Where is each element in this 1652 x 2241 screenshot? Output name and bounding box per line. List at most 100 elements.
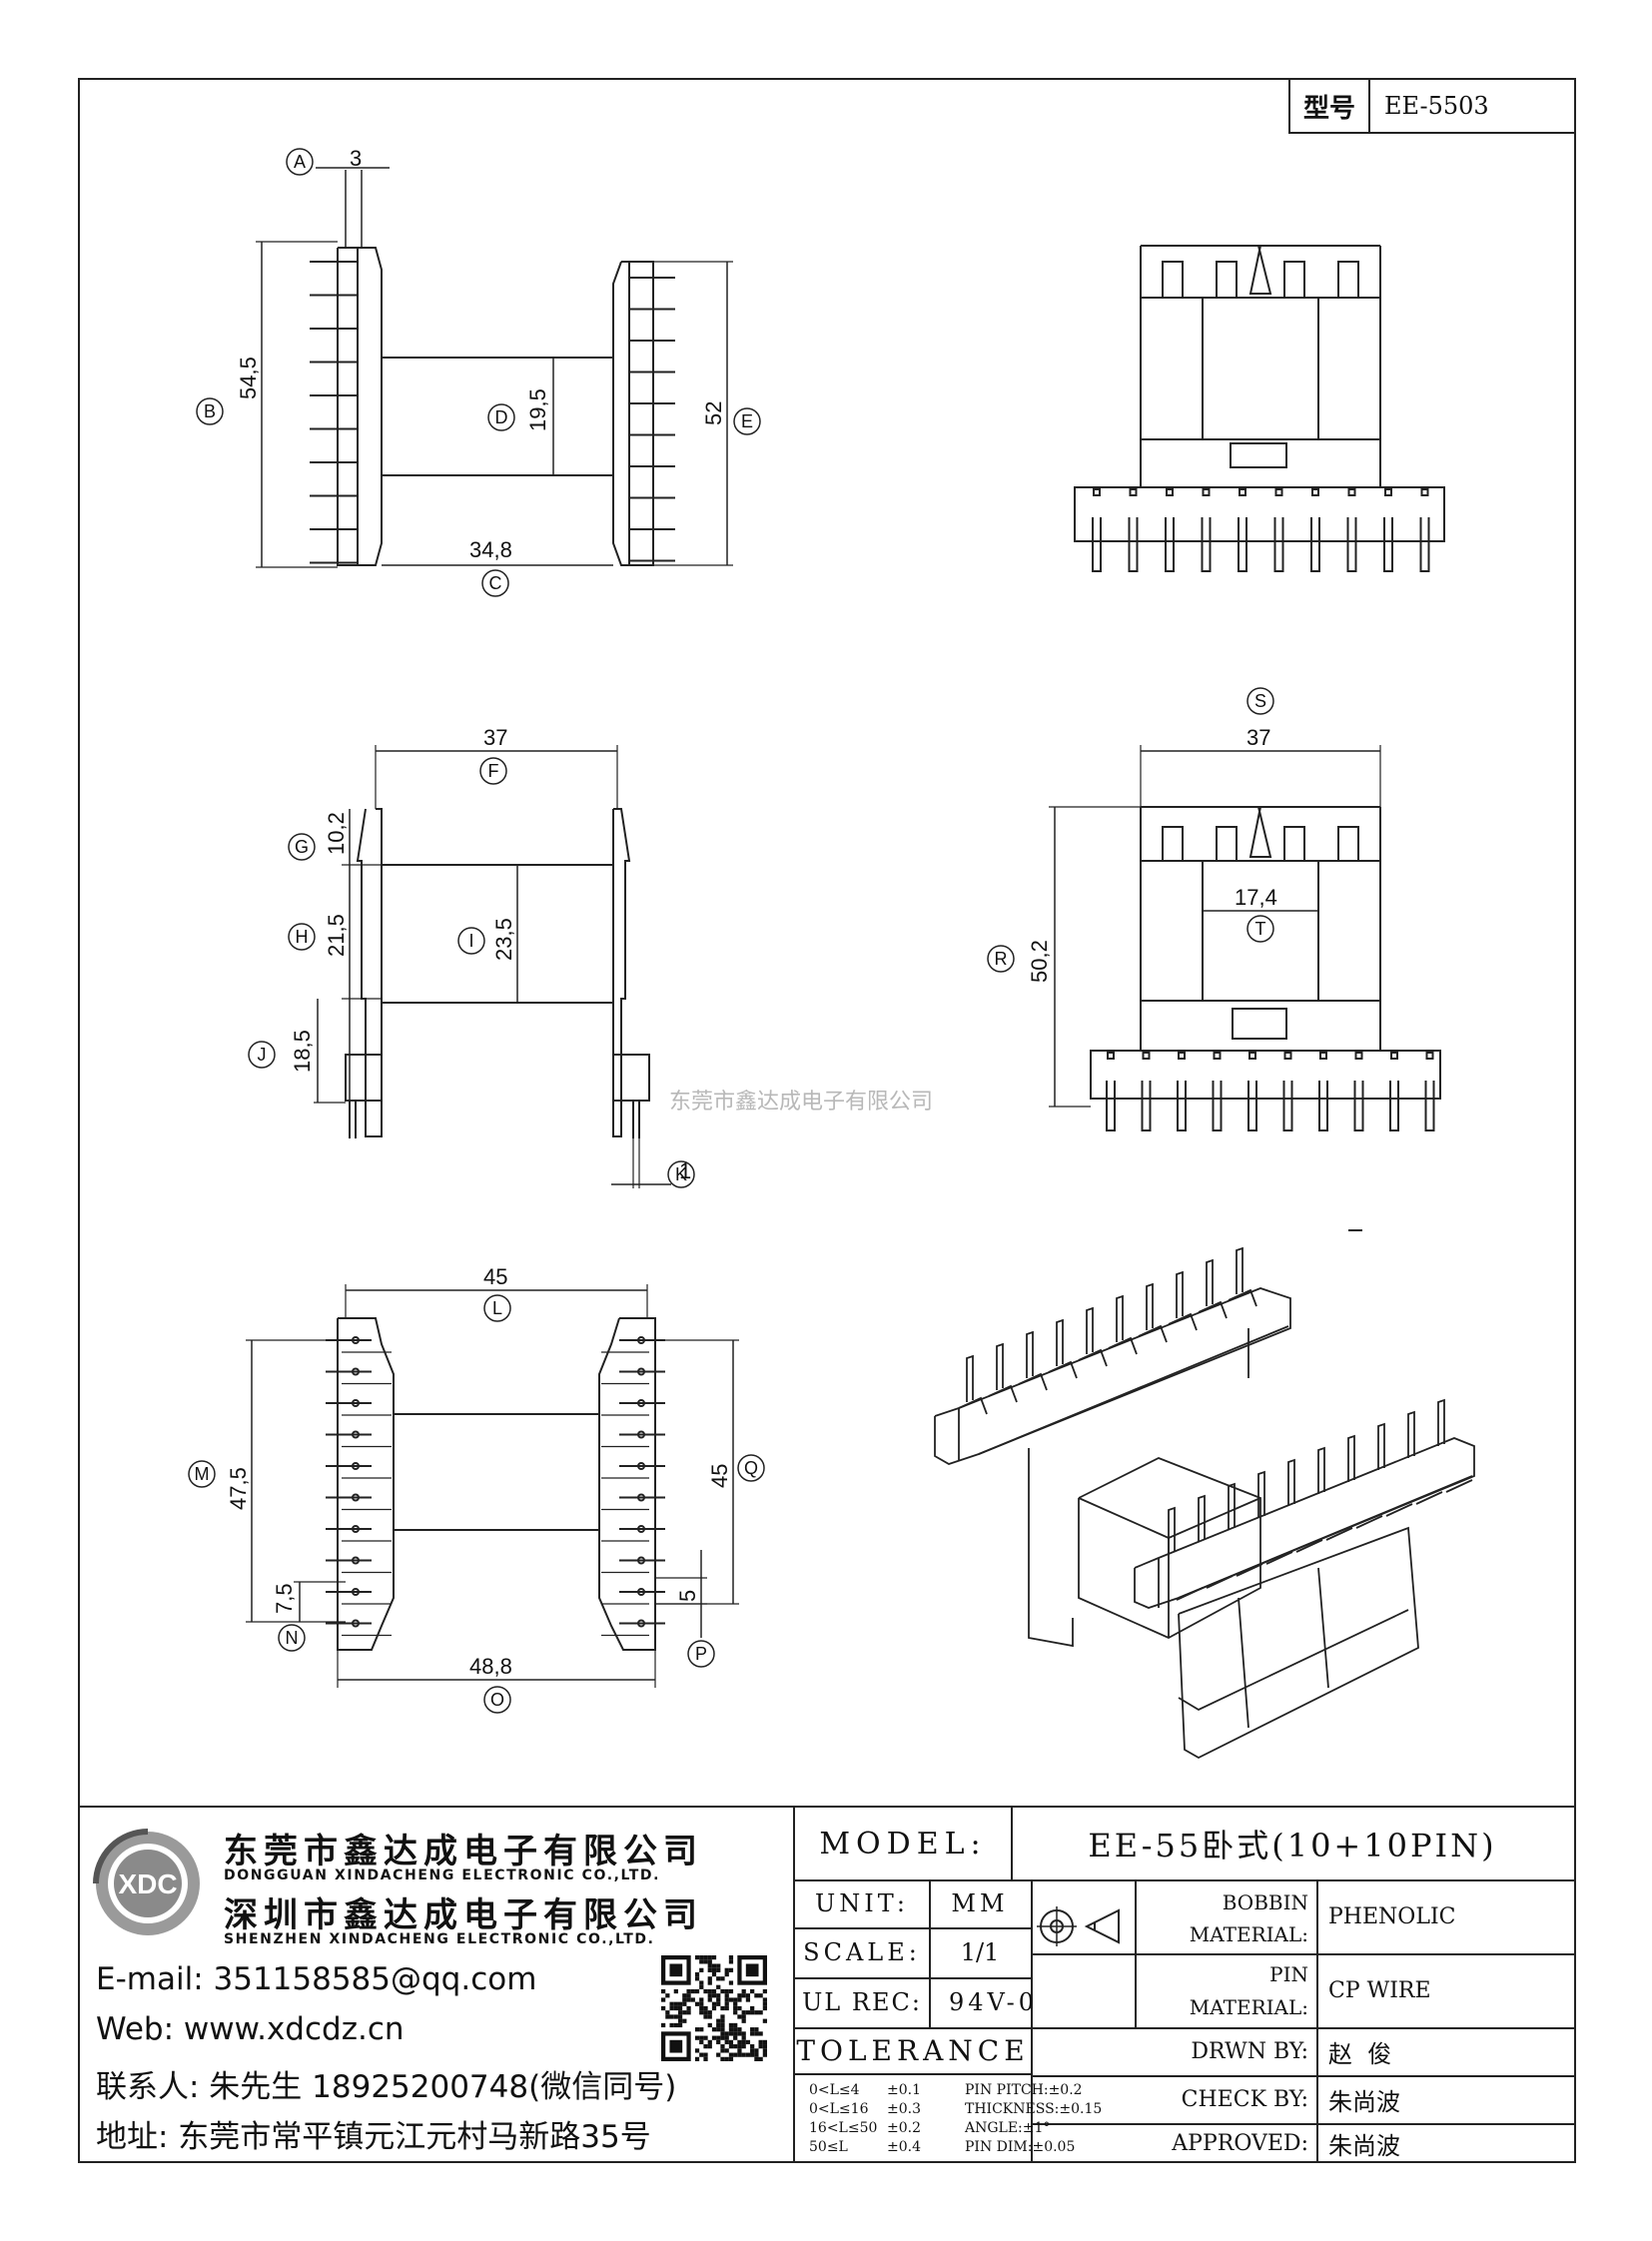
company-info: XDC 东莞市鑫达成电子有限公司 DONGGUAN XINDACHENG ELE… [78,1808,793,2163]
pin-material-value: CP WIRE [1328,1977,1431,2003]
pin-head [1384,488,1392,496]
pin-leg [1176,1587,1204,1601]
company-logo-icon: XDC [93,1829,200,1935]
qr-code-icon [661,1955,767,2061]
pin [1318,1081,1328,1131]
pin [1056,1318,1064,1366]
tolerance-range: 16<L≤50 [809,2120,878,2136]
company-name-shenzhen: 深圳市鑫达成电子有限公司 [224,1895,703,1935]
pin-leg [1295,1539,1323,1553]
contact-address: 地址: 东莞市常平镇元江元村马新路35号 [96,2119,651,2155]
pin [1177,1081,1187,1131]
dim-k: 1 [679,1158,691,1183]
pin-head [1425,1052,1434,1060]
pin-leg [1325,1527,1353,1541]
dim-t: 17,4 [1235,885,1277,910]
callout-letter: K [675,1164,687,1184]
pin [1389,1081,1399,1131]
dim-q: 45 [707,1464,732,1488]
callout-letter: D [495,407,508,427]
tolerance-tol: ±0.3 [887,2101,921,2117]
pin-slot [1168,1312,1198,1331]
pin-dot [637,1430,645,1439]
pin [1201,517,1212,572]
pin [1437,1398,1445,1446]
check-by-label: CHECK BY: [1181,2086,1308,2112]
contact-person: 联系人: 朱先生 18925200748(微信同号) [96,2069,677,2105]
model-number-label: 型号 [1290,80,1370,132]
isometric-pins [958,1246,1473,1601]
pin-head [1093,488,1101,496]
dim-p: 5 [675,1590,700,1602]
model-number-value: EE-5503 [1384,92,1489,120]
pin [1146,1282,1154,1330]
callout-r: R [987,945,1015,973]
model-number-box: 型号 EE-5503 [1288,80,1574,134]
logo-text: XDC [118,1868,177,1899]
bobbin-material-label-2: MATERIAL: [1189,1922,1308,1946]
callout-letter: J [258,1045,267,1065]
callout-o: O [483,1686,511,1714]
dim-i: 23,5 [491,918,516,961]
pin [1317,1446,1325,1494]
drawing-frame [78,78,1576,2163]
pin-head [1178,1052,1186,1060]
watermark: 东莞市鑫达成电子有限公司 [669,1090,933,1115]
pin-dot [637,1556,645,1565]
side-section-view [314,745,671,1188]
ul-rec-value: 94V-0 [949,1988,1039,2016]
pin [1165,517,1175,572]
pin [1407,1410,1415,1458]
callout-k: K [667,1160,695,1188]
bottom-view [246,1284,739,1688]
tolerance-spec: PIN DIM:±0.05 [965,2139,1076,2155]
pin-dot [637,1399,645,1407]
callout-letter: G [295,837,309,857]
pin-head [1420,488,1429,496]
dim-n: 7,5 [272,1583,297,1614]
tolerance-tol: ±0.2 [887,2120,921,2136]
projection-symbol-icon [1037,1906,1120,1946]
callout-g: G [288,833,316,861]
dim-o: 48,8 [469,1654,512,1679]
drawn-by-value: 赵 俊 [1328,2039,1392,2068]
pin [1419,517,1430,572]
isometric-view [934,1246,1475,1760]
pin-dot [352,1430,360,1439]
pin-dot [352,1367,360,1376]
pin-dot [352,1493,360,1502]
pin-head [1129,488,1138,496]
tolerance-range: 0<L≤4 [809,2082,860,2098]
pin-slot [988,1384,1018,1403]
dim-s: 37 [1246,725,1270,750]
pin-dot [637,1619,645,1628]
callout-letter: S [1254,691,1266,711]
pin [1106,1081,1116,1131]
model-label: MODEL: [819,1826,987,1862]
contact-web: Web: www.xdcdz.cn [96,2011,405,2047]
front-view-left-pins [310,261,358,564]
pin-head [1347,488,1356,496]
pin-slot [1198,1300,1228,1319]
pin-dot [637,1462,645,1470]
pin-dot [637,1588,645,1596]
bobbin-material-label-1: BOBBIN [1222,1890,1308,1914]
callout-letter: N [286,1628,299,1648]
pin-material-label-1: PIN [1269,1962,1308,1986]
side-view-top [1074,245,1445,572]
callout-e: E [733,407,761,435]
callout-letter: F [488,761,499,781]
approved-label: APPROVED: [1172,2130,1308,2156]
pin-material-label-2: MATERIAL: [1189,1995,1308,2019]
pin-head [1274,488,1283,496]
tolerance-range: 50≤L [809,2139,848,2155]
callout-s: S [1246,687,1274,715]
pin-dot [637,1493,645,1502]
pin-slot [1228,1288,1257,1307]
dim-r: 50,2 [1027,940,1052,983]
tolerance-tol: ±0.1 [887,2082,921,2098]
callout-t: T [1246,915,1274,943]
callout-n: N [278,1624,306,1652]
callout-letter: A [294,152,306,172]
